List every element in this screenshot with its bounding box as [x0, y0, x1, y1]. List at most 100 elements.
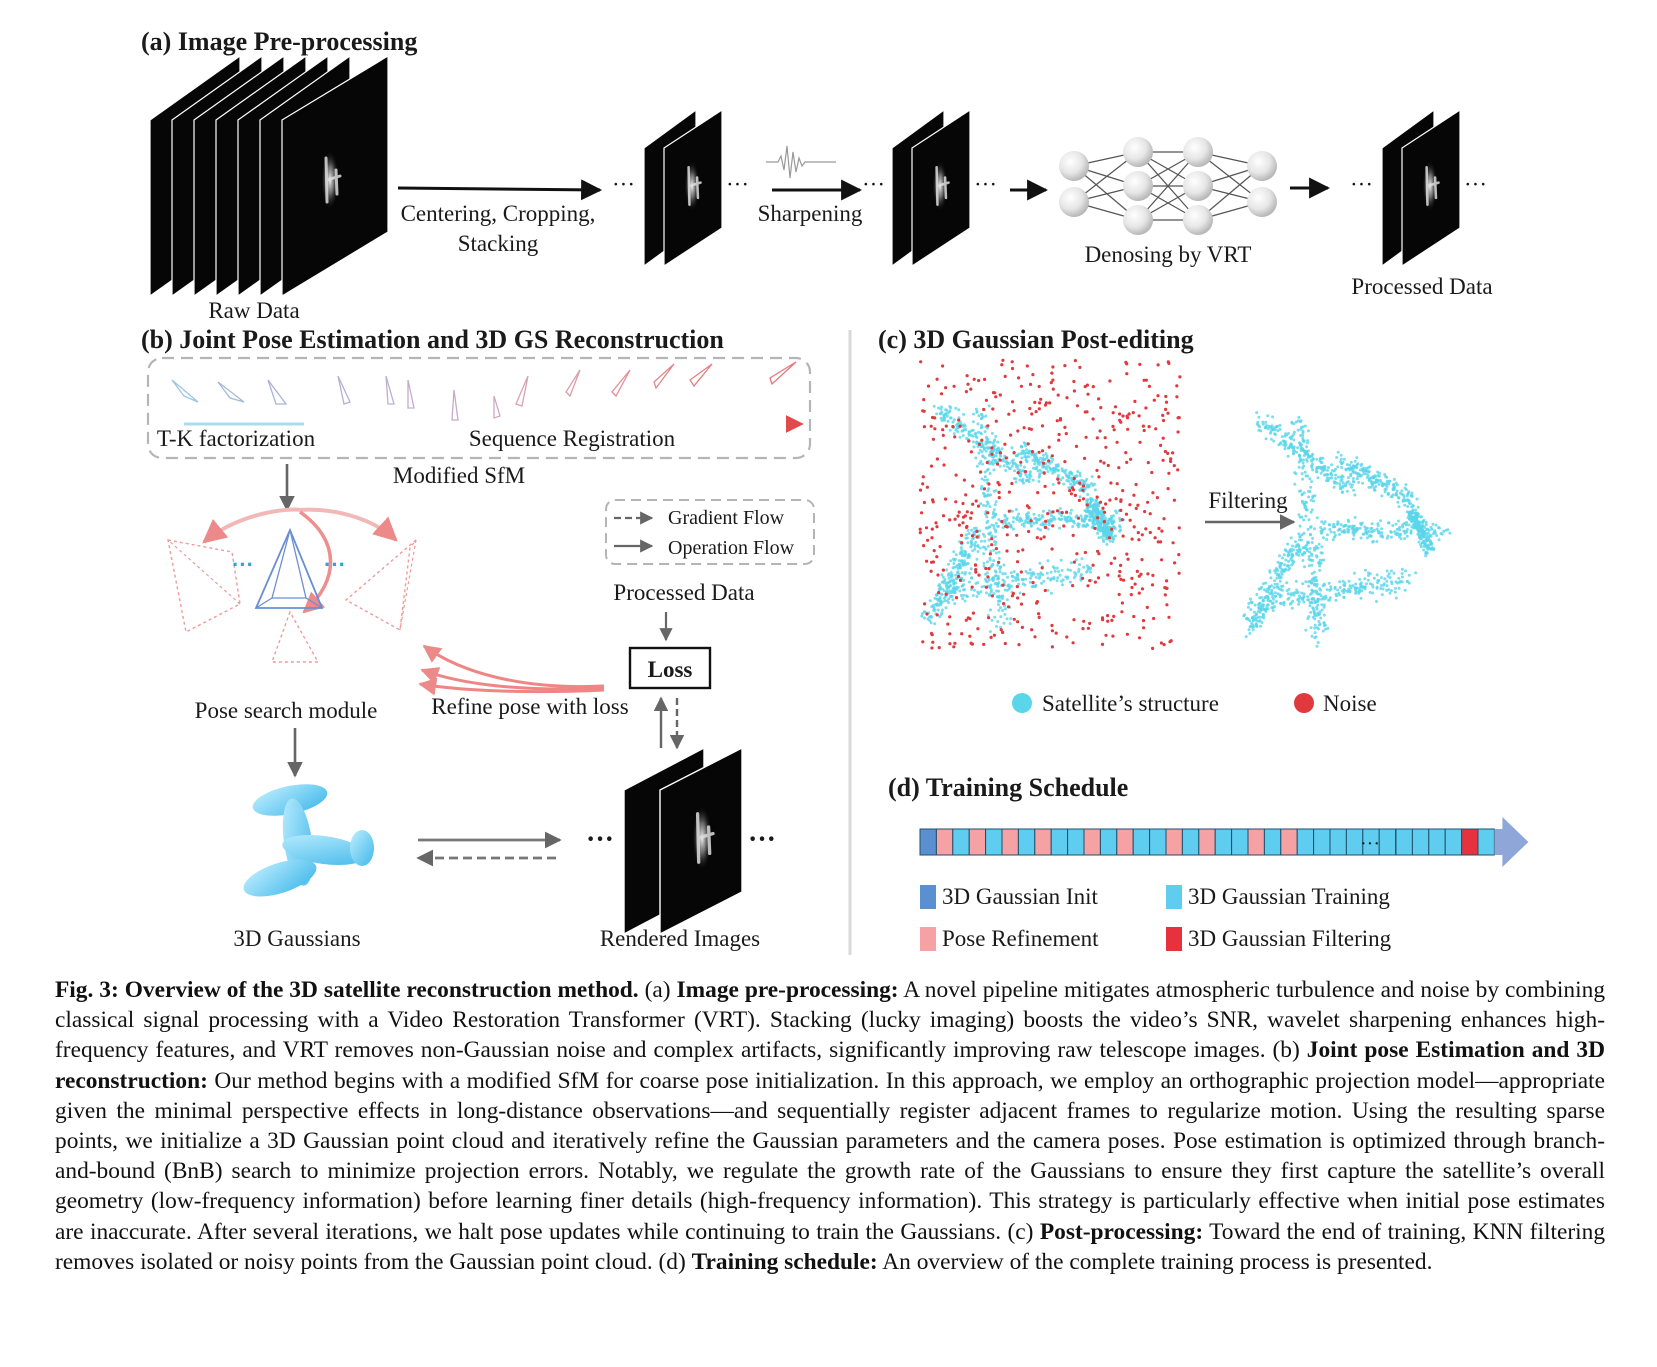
refine-legend-label: Pose Refinement [942, 926, 1099, 951]
step3-label: Denosing by VRT [1085, 242, 1252, 267]
schedule-main-cell-8 [1050, 828, 1069, 856]
schedule-main-cell-7 [1034, 828, 1052, 856]
filter-legend-label: 3D Gaussian Filtering [1188, 926, 1392, 951]
ellipsis-a1: ··· [612, 172, 635, 197]
sequence-registration-label: Sequence Registration [469, 426, 676, 451]
training-legend-label: 3D Gaussian Training [1188, 884, 1390, 909]
ellipsis-render-left: ··· [586, 824, 614, 855]
caption-c-label: (c) [1001, 1218, 1040, 1245]
schedule-main-cell-9 [1067, 828, 1085, 856]
caption-d-text: An overview of the complete training pro… [877, 1248, 1433, 1275]
schedule-main-cell-21 [1263, 828, 1282, 856]
stacked-frames [643, 108, 723, 268]
sfm-box [146, 356, 812, 460]
rendered-images-label: Rendered Images [600, 926, 760, 951]
schedule-main-cell-24 [1313, 828, 1331, 856]
sharpened-frames [891, 108, 971, 268]
schedule-main-cell-12 [1116, 828, 1134, 856]
figure-caption: Fig. 3: Overview of the 3D satellite rec… [55, 975, 1605, 1277]
schedule-main-cell-14 [1149, 828, 1167, 856]
arrow-a1 [397, 179, 603, 201]
processed-data-b-label: Processed Data [613, 580, 754, 605]
caption-b-text: Our method begins with a modified SfM fo… [55, 1067, 1605, 1245]
schedule-tail-cell-1 [1411, 828, 1430, 856]
schedule-tail-cell-4 [1461, 828, 1479, 856]
schedule-main-cell-25 [1329, 828, 1347, 856]
structure-legend-label: Satellite’s structure [1042, 691, 1219, 716]
ellipsis-a5: ··· [1350, 172, 1373, 197]
init-legend-swatch [920, 885, 936, 909]
schedule-main-cell-10 [1083, 828, 1101, 856]
schedule-tail-cell-3 [1444, 828, 1463, 856]
schedule-main-cell-28 [1378, 828, 1397, 856]
pose-search-diagram: ··· ··· [167, 507, 417, 663]
ellipsis-a6: ··· [1464, 172, 1487, 197]
schedule-main-cell-15 [1165, 828, 1183, 856]
schedule-main-cell-17 [1198, 828, 1216, 856]
pose-search-module-label: Pose search module [195, 698, 378, 723]
caption-a-heading: Image pre-processing: [676, 977, 899, 1003]
schedule-arrowhead [1494, 817, 1529, 867]
training-legend-swatch [1166, 885, 1182, 909]
panel-b-title: (b) Joint Pose Estimation and 3D GS Reco… [141, 325, 724, 354]
wavelet-icon [766, 145, 836, 179]
figure-canvas: (a) Image Pre-processing Raw Data Center… [141, 27, 1529, 955]
modified-sfm-label: Modified SfM [393, 463, 525, 488]
refine-pose-arrows [418, 644, 605, 696]
ellipsis-render-right: ··· [748, 824, 776, 855]
camera-poses [171, 361, 797, 421]
schedule-main-cell-1 [935, 828, 954, 856]
training-schedule-bar [919, 817, 1529, 867]
schedule-main-cell-18 [1214, 828, 1233, 856]
caption-b-label: (b) [1265, 1037, 1307, 1064]
processed-frames [1381, 108, 1461, 268]
point-cloud-noisy [918, 358, 1182, 651]
schedule-tail-cell-0 [1395, 828, 1413, 856]
ellipsis-a3: ··· [862, 172, 885, 197]
filtering-label: Filtering [1208, 488, 1288, 513]
caption-fig-title: Fig. 3: Overview of the 3D satellite rec… [55, 977, 639, 1003]
step2-label: Sharpening [758, 201, 863, 226]
step1-label-line1: Centering, Cropping, [401, 201, 596, 226]
svg-text:···: ··· [232, 552, 254, 577]
schedule-main-cell-11 [1099, 828, 1118, 856]
init-legend-label: 3D Gaussian Init [942, 884, 1098, 909]
schedule-main-cell-13 [1132, 828, 1151, 856]
loss-label: Loss [648, 657, 693, 682]
caption-d-label: (d) [652, 1248, 692, 1275]
gaussians-blob [243, 784, 374, 897]
ellipsis-a4: ··· [974, 172, 997, 197]
schedule-ellipsis: ··· [1360, 833, 1380, 855]
caption-a-text: A novel pipeline mitigates atmospheric t… [55, 977, 1606, 1064]
vrt-network-icon [1059, 137, 1277, 235]
point-cloud-filtered [1242, 411, 1452, 648]
schedule-main-cell-2 [952, 828, 970, 856]
refine-legend-swatch [920, 927, 936, 951]
raw-data-stack [149, 54, 389, 298]
loss-box [628, 646, 712, 690]
processed-data-label: Processed Data [1351, 274, 1492, 299]
schedule-main-cell-5 [1001, 828, 1019, 856]
svg-text:···: ··· [324, 552, 346, 577]
schedule-main-cell-16 [1181, 828, 1200, 856]
filter-legend-swatch [1166, 927, 1182, 951]
panel-c-title: (c) 3D Gaussian Post-editing [878, 325, 1194, 354]
schedule-main-cell-22 [1280, 828, 1298, 856]
gradient-flow-label: Gradient Flow [668, 507, 785, 529]
schedule-main-cell-23 [1296, 828, 1315, 856]
panel-d-title: (d) Training Schedule [888, 773, 1128, 802]
schedule-tail-cell-2 [1428, 828, 1446, 856]
schedule-main-cell-19 [1231, 828, 1249, 856]
schedule-main-cell-4 [985, 828, 1003, 856]
schedule-main-cell-3 [968, 828, 987, 856]
schedule-main-cell-6 [1017, 828, 1036, 856]
schedule-tail-cell-5 [1477, 828, 1495, 856]
raw-data-label: Raw Data [208, 298, 299, 323]
schedule-main-cell-0 [919, 828, 937, 856]
schedule-main-cell-20 [1247, 828, 1265, 856]
gaussians-label: 3D Gaussians [233, 926, 360, 951]
operation-flow-label: Operation Flow [668, 537, 795, 559]
caption-a-label: (a) [638, 977, 677, 1003]
tk-factorization-label: T-K factorization [157, 426, 316, 451]
panel-a-title: (a) Image Pre-processing [141, 27, 417, 56]
